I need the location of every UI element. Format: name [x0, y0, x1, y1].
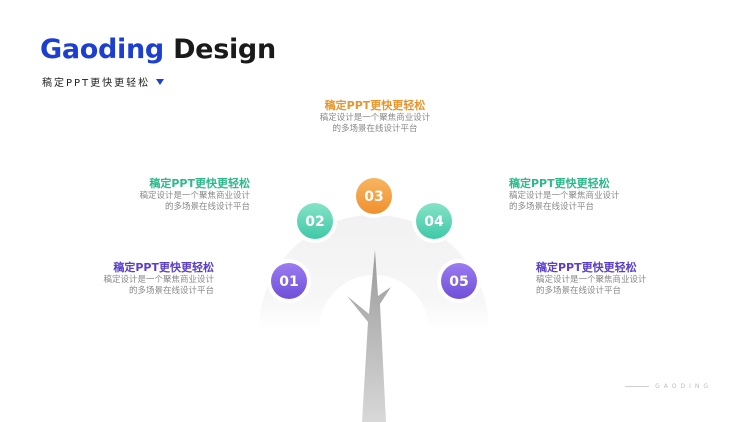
step-number: 03 [364, 189, 383, 205]
step-03-heading: 稿定PPT更快更轻松 [324, 99, 426, 112]
tree-trunk [347, 250, 391, 422]
step-01-desc-line1: 稿定设计是一个聚焦商业设计 [103, 275, 214, 285]
step-node-05: 05 [437, 259, 481, 303]
step-number: 02 [305, 214, 324, 230]
step-number: 04 [424, 214, 444, 230]
step-03-desc-line1: 稿定设计是一个聚焦商业设计 [319, 113, 431, 123]
step-01-text: 稿定PPT更快更轻松 稿定设计是一个聚焦商业设计 的多场景在线设计平台 [103, 261, 214, 297]
step-02-desc-line1: 稿定设计是一个聚焦商业设计 [139, 191, 250, 201]
triangle-down-icon [156, 78, 165, 85]
step-04-text: 稿定PPT更快更轻松 稿定设计是一个聚焦商业设计 的多场景在线设计平台 [509, 177, 620, 213]
step-03-desc-line2: 的多场景在线设计平台 [332, 124, 418, 134]
step-number: 01 [279, 274, 298, 290]
step-05-text: 稿定PPT更快更轻松 稿定设计是一个聚焦商业设计 的多场景在线设计平台 [536, 261, 647, 297]
footer-brand: GAODING [625, 383, 712, 390]
step-node-circle [356, 178, 392, 214]
step-node-04: 04 [412, 199, 456, 243]
step-05-desc-line2: 的多场景在线设计平台 [536, 286, 622, 296]
step-04-desc-line1: 稿定设计是一个聚焦商业设计 [509, 191, 620, 201]
step-node-circle [271, 263, 307, 299]
footer-divider [625, 386, 650, 387]
step-node-circle [441, 263, 477, 299]
step-node-circle [416, 203, 452, 239]
subtitle-text: 稿定PPT更快更轻松 [42, 78, 151, 89]
step-01-heading: 稿定PPT更快更轻松 [113, 261, 214, 274]
page-title: Gaoding Design [40, 34, 276, 65]
step-04-desc-line2: 的多场景在线设计平台 [509, 202, 595, 212]
brand-name: Gaoding [40, 34, 164, 65]
step-02-text: 稿定PPT更快更轻松 稿定设计是一个聚焦商业设计 的多场景在线设计平台 [139, 177, 250, 213]
footer-label: GAODING [655, 383, 712, 390]
step-02-desc-line2: 的多场景在线设计平台 [164, 202, 250, 212]
step-05-heading: 稿定PPT更快更轻松 [536, 261, 637, 274]
step-03-text: 稿定PPT更快更轻松 稿定设计是一个聚焦商业设计 的多场景在线设计平台 [275, 99, 475, 135]
step-node-circle [297, 203, 333, 239]
page-subtitle: 稿定PPT更快更轻松 [42, 74, 165, 89]
step-node-03: 03 [352, 174, 396, 218]
step-01-desc-line2: 的多场景在线设计平台 [128, 286, 214, 296]
title-rest: Design [163, 34, 276, 65]
step-node-01: 01 [267, 259, 311, 303]
step-number: 05 [449, 274, 468, 290]
step-node-02: 02 [293, 199, 337, 243]
step-05-desc-line1: 稿定设计是一个聚焦商业设计 [536, 275, 647, 285]
step-02-heading: 稿定PPT更快更轻松 [149, 177, 250, 190]
step-04-heading: 稿定PPT更快更轻松 [509, 177, 610, 190]
